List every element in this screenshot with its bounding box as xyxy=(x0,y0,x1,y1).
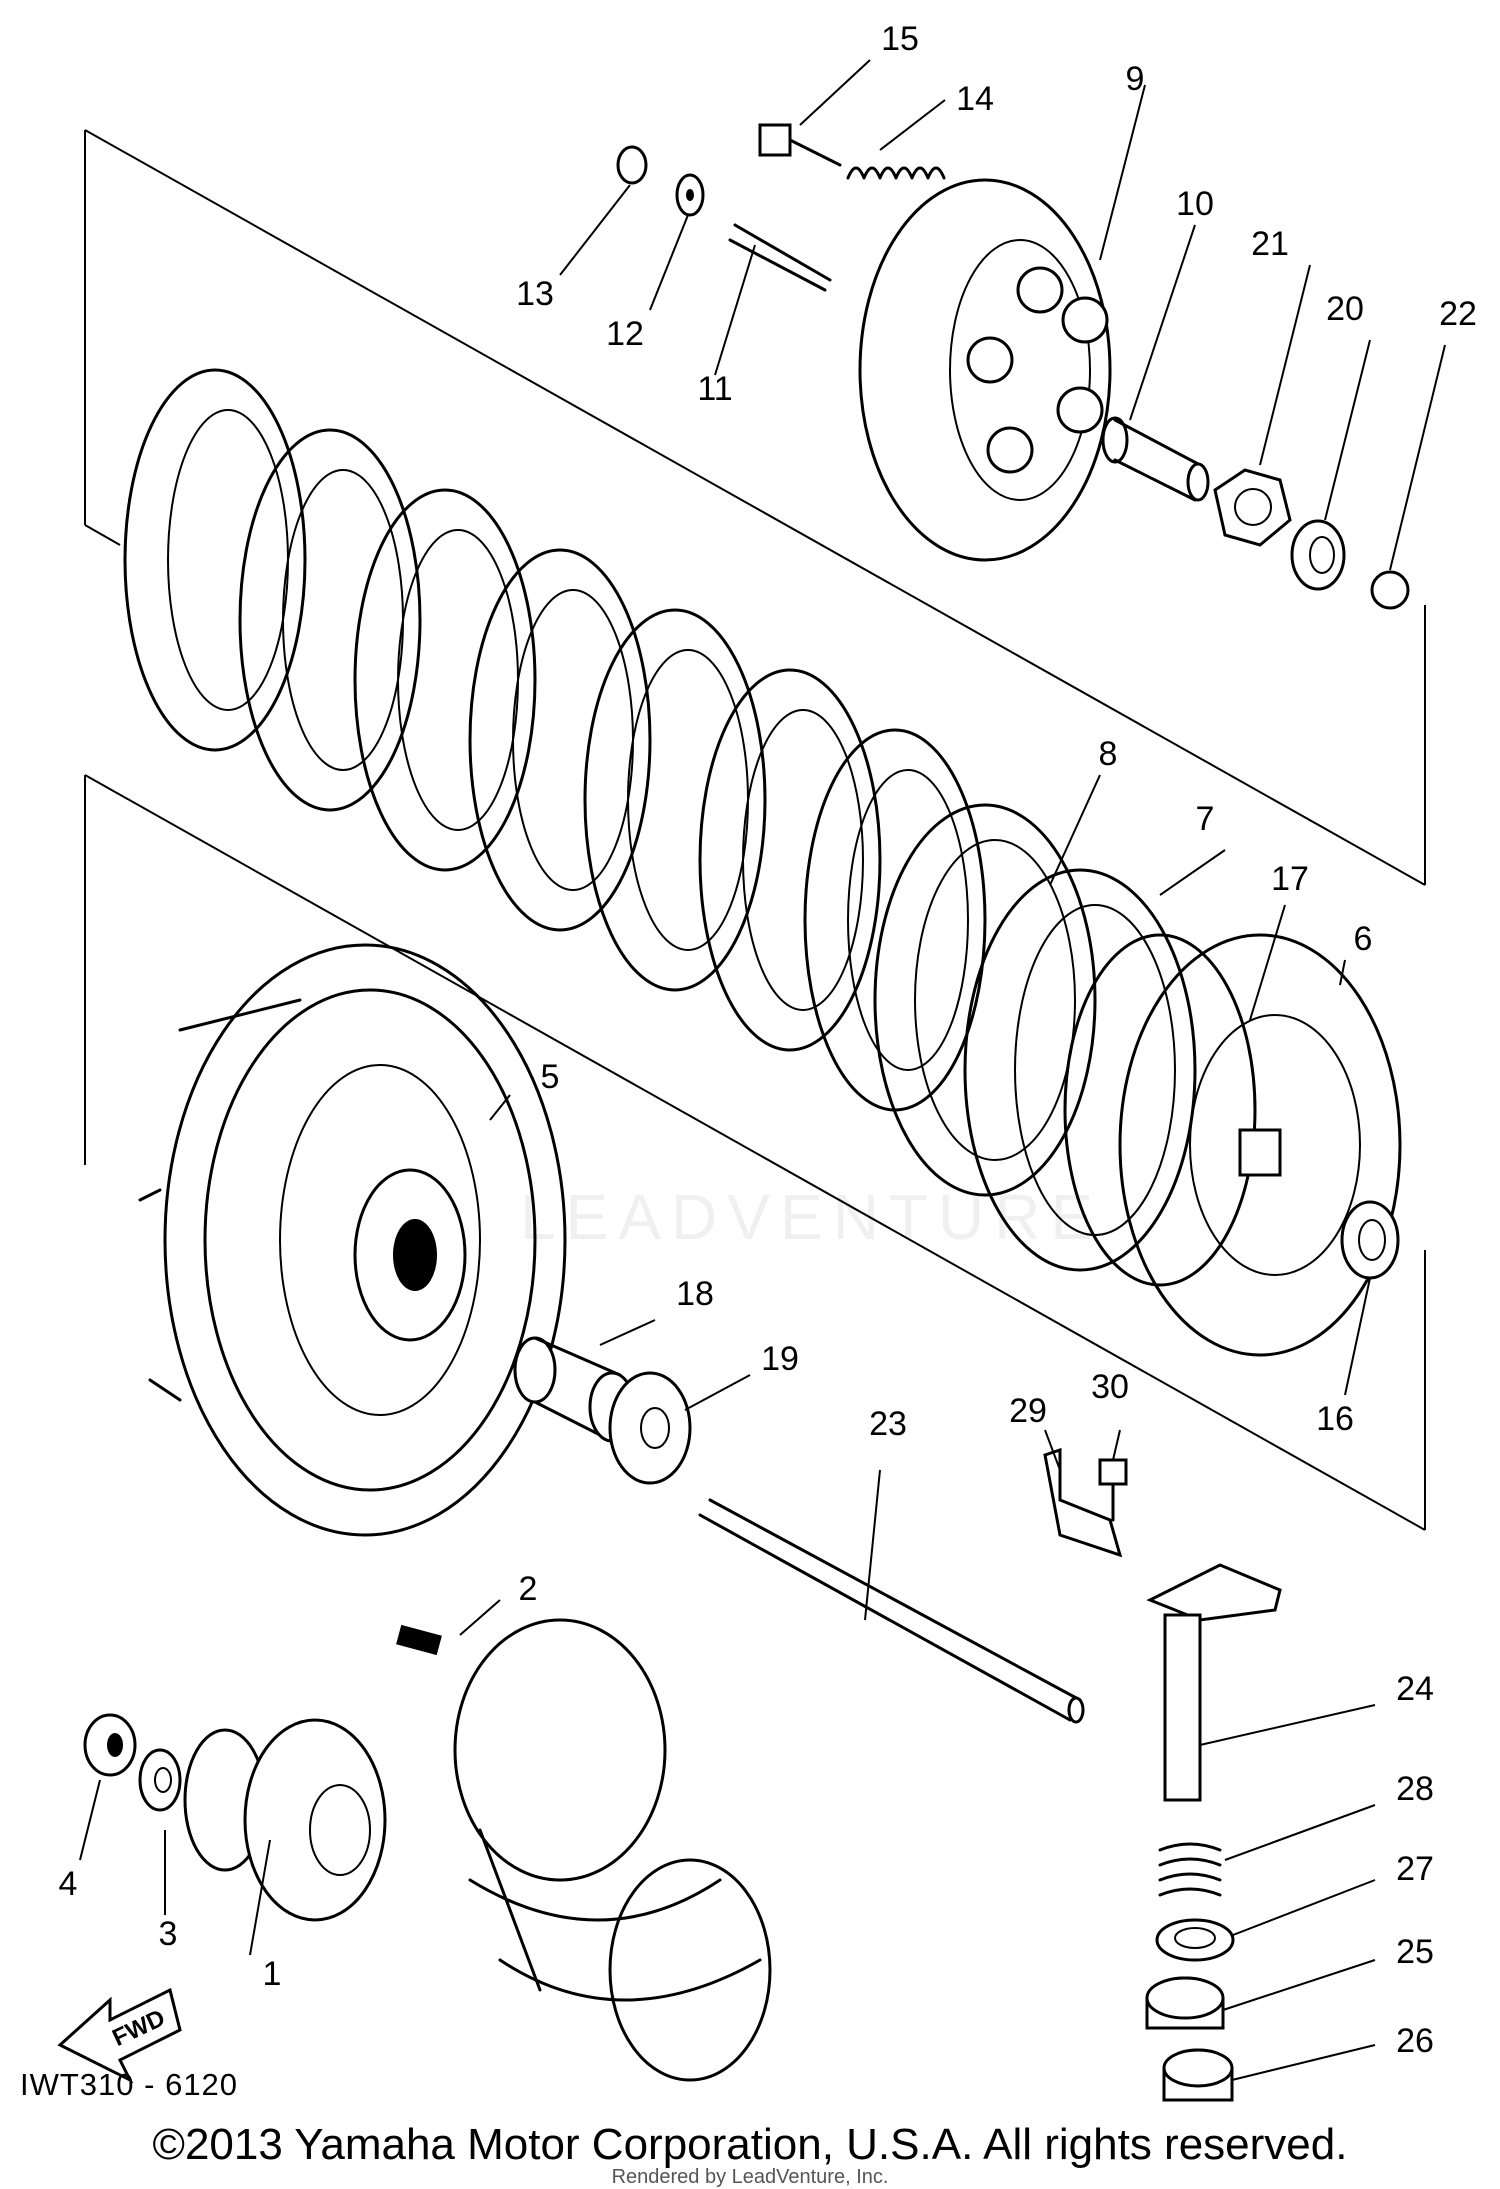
clutch-housing-5 xyxy=(138,943,567,1537)
callout-15: 15 xyxy=(881,20,919,58)
callout-7: 7 xyxy=(1196,800,1215,838)
callout-6: 6 xyxy=(1354,920,1373,958)
callout-12: 12 xyxy=(606,315,644,353)
callout-14: 14 xyxy=(956,80,994,118)
washer-12 xyxy=(675,173,705,217)
callout-29: 29 xyxy=(1009,1392,1047,1430)
seal-27 xyxy=(1155,1918,1235,1962)
spring-14 xyxy=(846,166,946,180)
callout-3: 3 xyxy=(159,1915,178,1953)
bracket-29 xyxy=(1043,1447,1123,1558)
washer-3 xyxy=(138,1748,182,1812)
clutch-plate-stack xyxy=(123,368,987,1112)
ring-17 xyxy=(1063,933,1257,1287)
spring-28 xyxy=(1158,1842,1222,1897)
callout-10: 10 xyxy=(1176,185,1214,223)
callout-20: 20 xyxy=(1326,290,1364,328)
screw-15 xyxy=(758,123,842,167)
nut-4 xyxy=(83,1713,137,1777)
callout-24: 24 xyxy=(1396,1670,1434,1708)
callout-5: 5 xyxy=(541,1058,560,1096)
plate-7 xyxy=(963,868,1197,1272)
callout-4: 4 xyxy=(59,1865,78,1903)
callout-23: 23 xyxy=(869,1405,907,1443)
lever-shaft-24 xyxy=(1146,1563,1282,1802)
push-rod-10 xyxy=(1101,416,1210,502)
bearing-26 xyxy=(1162,2048,1234,2102)
nut-13 xyxy=(616,145,648,185)
pressure-plate xyxy=(858,178,1112,562)
rod-11 xyxy=(728,223,832,292)
lower-group-outline xyxy=(84,774,1426,1531)
plate-8 xyxy=(873,803,1097,1197)
clutch-boss-6 xyxy=(1118,933,1402,1357)
callout-9: 9 xyxy=(1126,60,1145,98)
upper-group-outline xyxy=(84,129,1426,886)
callout-17: 17 xyxy=(1271,860,1309,898)
push-rod-23 xyxy=(698,1498,1085,1724)
callout-26: 26 xyxy=(1396,2022,1434,2060)
rendered-by-notice: Rendered by LeadVenture, Inc. xyxy=(611,2166,889,2188)
callout-1: 1 xyxy=(263,1955,282,1993)
bolt-30 xyxy=(1098,1458,1128,1522)
callout-19: 19 xyxy=(761,1340,799,1378)
washer-19 xyxy=(608,1371,692,1485)
nut-21 xyxy=(1213,468,1292,547)
callout-11: 11 xyxy=(697,370,732,408)
crankshaft xyxy=(453,1618,772,2082)
lock-washer-20 xyxy=(1290,519,1346,591)
callout-2: 2 xyxy=(519,1570,538,1608)
washer-16 xyxy=(1340,1200,1400,1280)
callout-28: 28 xyxy=(1396,1770,1434,1808)
callout-13: 13 xyxy=(516,275,554,313)
callout-18: 18 xyxy=(676,1275,714,1313)
callout-21: 21 xyxy=(1251,225,1289,263)
callout-30: 30 xyxy=(1091,1368,1129,1406)
drawing-code: IWT310 - 6120 xyxy=(20,2067,239,2102)
callout-27: 27 xyxy=(1396,1850,1434,1888)
bearing-25 xyxy=(1145,1976,1225,2030)
copyright-notice: ©2013 Yamaha Motor Corporation, U.S.A. A… xyxy=(152,2120,1348,2169)
ball-22 xyxy=(1370,570,1410,610)
key-2 xyxy=(396,1624,442,1656)
callout-22: 22 xyxy=(1439,295,1477,333)
gear-1 xyxy=(183,1718,387,1922)
leader-lines xyxy=(79,59,1446,2081)
callout-25: 25 xyxy=(1396,1933,1434,1971)
callout-8: 8 xyxy=(1099,735,1118,773)
callout-16: 16 xyxy=(1316,1400,1354,1438)
